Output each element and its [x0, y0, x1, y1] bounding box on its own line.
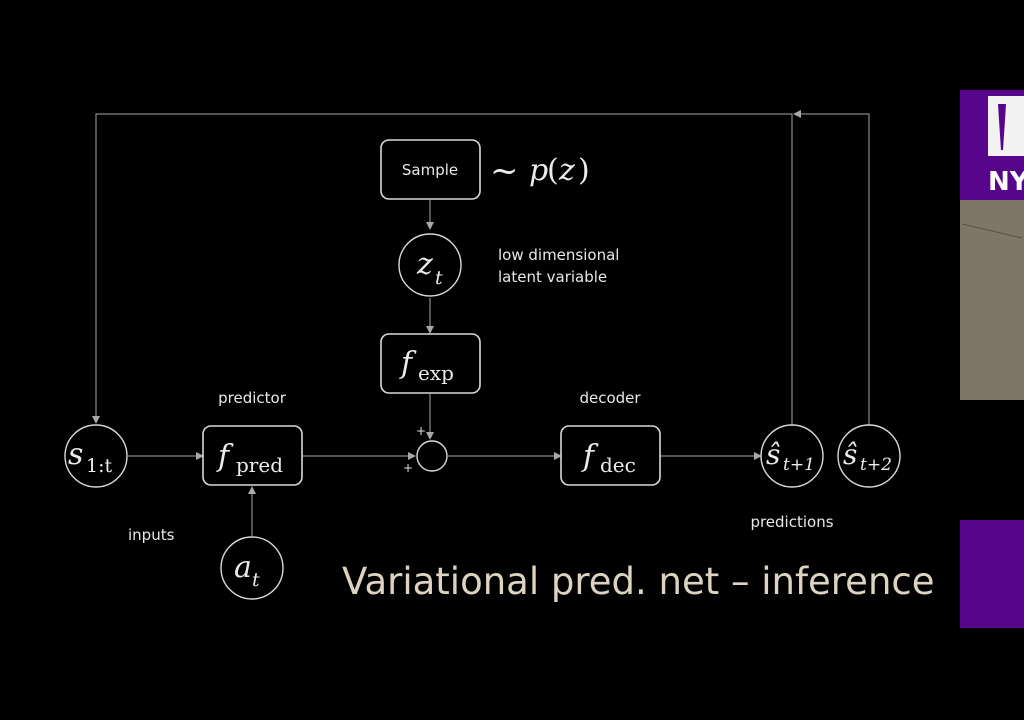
predictions-label: predictions [750, 513, 833, 531]
sum-plus-top: + [416, 424, 426, 438]
photo-panel [960, 200, 1024, 400]
dist-p: p [529, 153, 548, 188]
s-input-circle [64, 424, 128, 488]
side-panel: NY [960, 90, 1024, 628]
photo-detail [961, 223, 1023, 239]
wire-feedback-spred1 [92, 113, 793, 425]
dist-open-paren: ( [547, 153, 559, 188]
fpred-box [202, 425, 303, 486]
a-sub: t [252, 569, 260, 591]
latent-label-line2: latent variable [498, 268, 607, 286]
z-node: z t [398, 233, 462, 297]
purple-panel [960, 520, 1024, 628]
sample-box [380, 139, 481, 200]
spred1-node: ŝ t+1 [760, 424, 824, 488]
decoder-label: decoder [579, 389, 641, 407]
latent-label-line1: low dimensional [498, 246, 619, 264]
a-main: a [234, 550, 252, 585]
fexp-block: f exp [380, 333, 481, 394]
a-circle [220, 536, 284, 600]
spred2-sub: t+2 [860, 455, 892, 475]
wires [92, 110, 870, 536]
s-input-main: s [68, 437, 83, 472]
fpred-block: f pred [202, 425, 303, 486]
spred1-circle [760, 424, 824, 488]
predictor-label: predictor [218, 389, 287, 407]
s-input-sub: 1:t [86, 455, 112, 477]
wire-feedback-spred2 [793, 110, 870, 425]
dist-z: z [558, 153, 575, 188]
torch-icon [998, 104, 1006, 150]
spred2-circle [837, 424, 901, 488]
z-sub: t [435, 267, 443, 289]
z-main: z [416, 247, 433, 282]
z-circle [398, 233, 462, 297]
spred1-sub: t+1 [783, 455, 815, 475]
spred1-main: ŝ [766, 438, 780, 471]
fexp-sub: exp [418, 361, 454, 385]
fdec-block: f dec [560, 425, 661, 486]
sum-node: + + [403, 424, 448, 475]
inputs-label: inputs [128, 526, 175, 544]
fdec-box [560, 425, 661, 486]
sum-plus-left: + [403, 461, 413, 475]
sample-block: Sample ~ p ( z ) [380, 139, 590, 200]
slide-title: Variational pred. net – inference [342, 560, 935, 603]
fexp-box [380, 333, 481, 394]
tilde-symbol: ~ [490, 151, 519, 191]
dist-close-paren: ) [578, 153, 590, 188]
spred2-node: ŝ t+2 [837, 424, 901, 488]
fdec-sub: dec [600, 453, 636, 477]
fpred-sub: pred [236, 453, 283, 477]
spred2-main: ŝ [843, 438, 857, 471]
nyu-logo-text: NY [988, 167, 1024, 197]
sum-circle [416, 440, 448, 472]
torch-emblem [988, 96, 1024, 156]
a-node: a t [220, 536, 284, 600]
sample-label: Sample [402, 161, 458, 179]
s-input-node: s 1:t [64, 424, 128, 488]
